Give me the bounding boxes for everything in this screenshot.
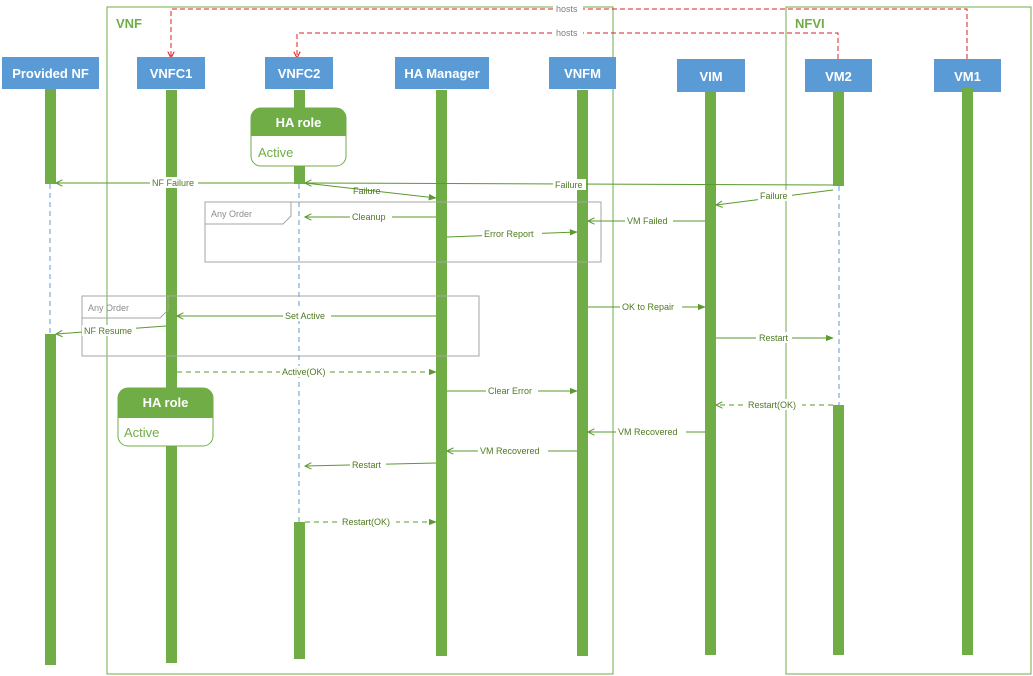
- msg-label: Clear Error: [488, 386, 532, 396]
- ha-role-vnfc1: HA role Active: [117, 387, 214, 447]
- ha-role-title: HA role: [276, 115, 322, 130]
- participant-ha-manager: HA Manager: [395, 57, 489, 89]
- msg-label: Failure: [353, 186, 381, 196]
- hosts-label-1: hosts: [556, 4, 578, 14]
- activation-vim: [705, 92, 716, 655]
- msg-label: Error Report: [484, 229, 534, 239]
- hosts-link-vm1-vnfc1: hosts: [171, 3, 968, 59]
- participant-label: VM2: [825, 69, 852, 84]
- participant-vim: VIM: [677, 59, 745, 92]
- activation-vnfc2-2: [294, 522, 305, 659]
- activation-vnfc1: [166, 90, 177, 663]
- participant-label: VNFC2: [278, 66, 321, 81]
- participant-label: VNFC1: [150, 66, 193, 81]
- activation-vm1: [962, 88, 973, 655]
- participant-vm2: VM2: [805, 59, 872, 92]
- participant-label: VNFM: [564, 66, 601, 81]
- activation-ha-manager: [436, 90, 447, 656]
- hosts-label-2: hosts: [556, 28, 578, 38]
- vnf-group-label: VNF: [116, 16, 142, 31]
- participant-vnfc1: VNFC1: [137, 57, 205, 89]
- nfvi-group-label: NFVI: [795, 16, 825, 31]
- any-order-frame-2: Any Order: [81, 295, 480, 357]
- ha-role-vnfc2: HA role Active: [250, 107, 347, 167]
- msg-label: Restart: [352, 460, 382, 470]
- frame-label: Any Order: [211, 209, 252, 219]
- msg-label: Restart(OK): [748, 400, 796, 410]
- message-labels: NF Failure Failure Failure Failure Clean…: [82, 177, 802, 527]
- msg-failure-vnfc2-ha: [304, 182, 437, 201]
- participant-label: Provided NF: [12, 66, 89, 81]
- lifeline-dashes: [49, 184, 840, 522]
- msg-label: Restart(OK): [342, 517, 390, 527]
- ha-role-state: Active: [124, 425, 159, 440]
- msg-label: Cleanup: [352, 212, 386, 222]
- participant-provided-nf: Provided NF: [2, 57, 99, 89]
- participant-vnfc2: VNFC2: [265, 57, 333, 89]
- frame-label: Any Order: [88, 303, 129, 313]
- msg-label: OK to Repair: [622, 302, 674, 312]
- participant-vnfm: VNFM: [549, 57, 616, 89]
- activation-bars: [45, 88, 973, 665]
- msg-label: Restart: [759, 333, 789, 343]
- msg-label: VM Failed: [627, 216, 668, 226]
- activation-provided-nf-1: [45, 89, 56, 184]
- msg-label: VM Recovered: [618, 427, 678, 437]
- activation-vm2-1: [833, 92, 844, 186]
- activation-provided-nf-2: [45, 334, 56, 665]
- nfvi-group: NFVI: [785, 6, 1032, 675]
- msg-label: VM Recovered: [480, 446, 540, 456]
- msg-label: Failure: [555, 180, 583, 190]
- activation-vnfm: [577, 90, 588, 656]
- msg-label: NF Resume: [84, 326, 132, 336]
- vnf-group: VNF: [106, 6, 614, 675]
- msg-label: NF Failure: [152, 178, 194, 188]
- hosts-link-vm2-vnfc2: hosts: [297, 27, 839, 59]
- msg-label: Set Active: [285, 311, 325, 321]
- participant-label: VIM: [699, 69, 722, 84]
- participant-vm1: VM1: [934, 59, 1001, 92]
- activation-vm2-2: [833, 405, 844, 655]
- ha-role-title: HA role: [143, 395, 189, 410]
- any-order-frame-1: Any Order: [204, 201, 602, 263]
- ha-role-state: Active: [258, 145, 293, 160]
- msg-label: Active(OK): [282, 367, 326, 377]
- participant-label: HA Manager: [404, 66, 479, 81]
- msg-label: Failure: [760, 191, 788, 201]
- participant-label: VM1: [954, 69, 981, 84]
